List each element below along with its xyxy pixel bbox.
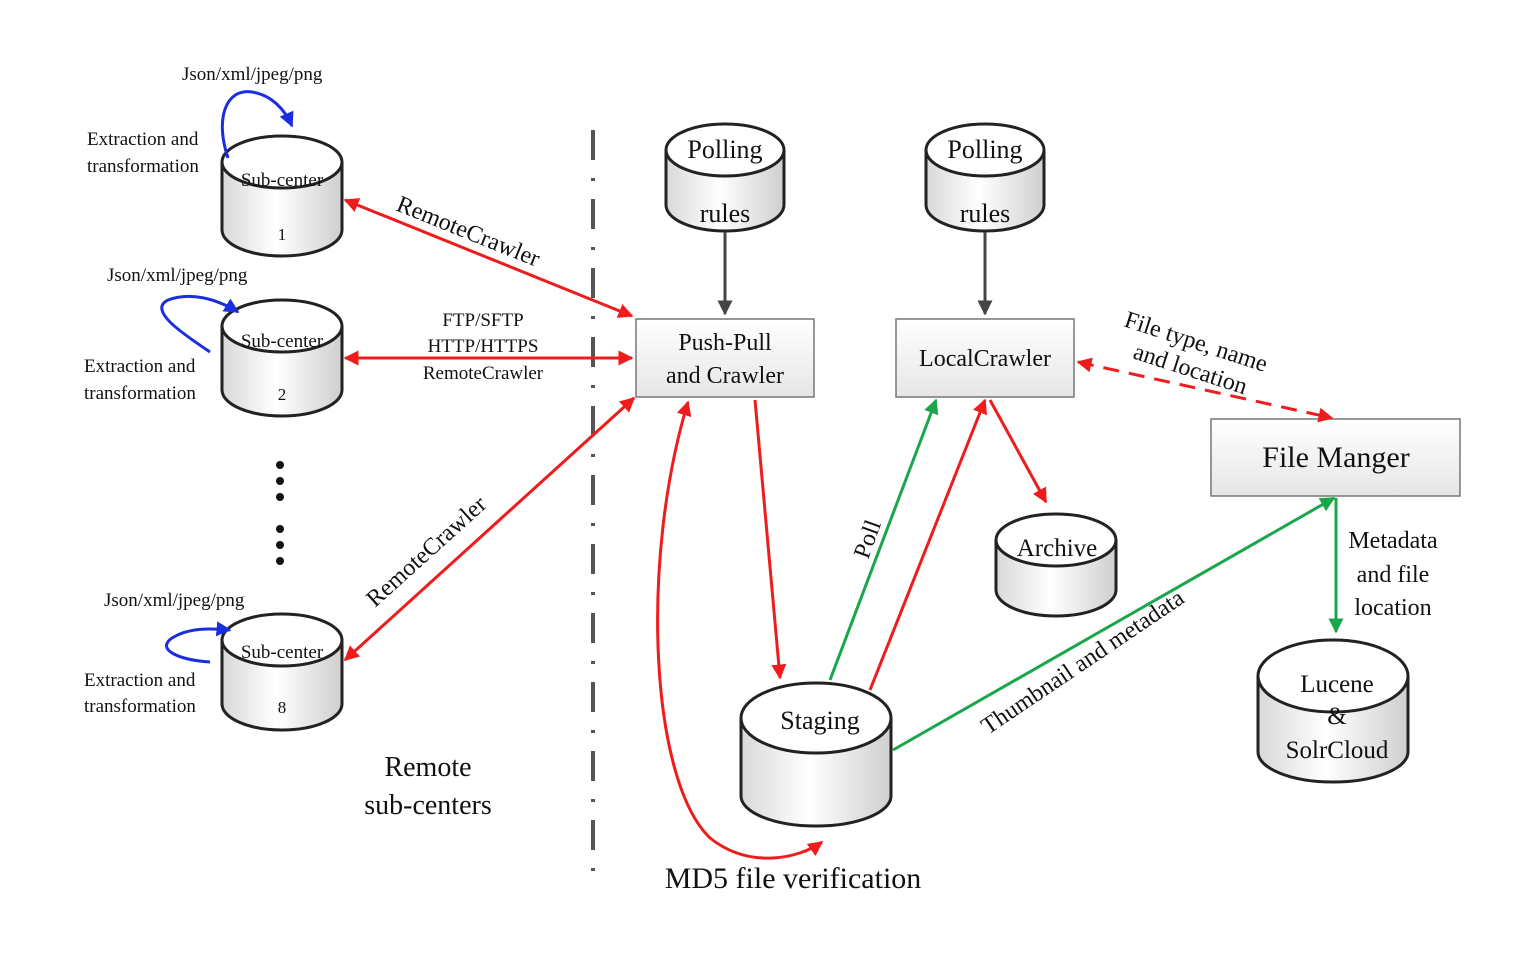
sub-center-1-self-loop — [220, 90, 294, 159]
sub-center-8-process-line2: transformation — [84, 696, 196, 717]
remote-sub-centers-label-line1: Remote — [384, 752, 471, 783]
sub-center-1-title: Sub-center — [241, 170, 324, 191]
sub-center-2-format: Json/xml/jpeg/png — [107, 265, 248, 286]
lucene-line3: SolrCloud — [1286, 737, 1389, 764]
sub-center-1-process-line1: Extraction and — [87, 129, 199, 150]
sub-center-1: Sub-center 1 — [220, 134, 344, 258]
sub-center-8-title: Sub-center — [241, 642, 324, 663]
edge-protocol-line3: RemoteCrawler — [423, 363, 544, 384]
sub-center-2-self-loop — [160, 294, 240, 354]
lucene-solrcloud-db: Lucene & SolrCloud — [1256, 638, 1410, 784]
sub-center-8-process-line1: Extraction and — [84, 670, 196, 691]
file-manager-box: File Manger — [1210, 418, 1461, 497]
archive-label: Archive — [1017, 535, 1098, 562]
local-crawler-label: LocalCrawler — [919, 346, 1051, 372]
edge-pushpull-staging — [753, 399, 787, 680]
sub-center-2: Sub-center 2 — [220, 298, 344, 418]
edge-rc8-label: RemoteCrawler — [362, 491, 492, 612]
lucene-line1: Lucene — [1300, 671, 1374, 698]
edge-md5-verification-loop — [656, 400, 824, 860]
polling-rules-2-line1: Polling — [947, 135, 1022, 164]
file-manager-label: File Manger — [1262, 441, 1409, 474]
edge-poll — [828, 398, 939, 681]
polling-rules-1-line2: rules — [700, 199, 751, 228]
sub-center-8: Sub-center 8 — [220, 612, 344, 732]
push-pull-line2: and Crawler — [666, 363, 784, 389]
edge-staging-filemanager — [892, 496, 1336, 752]
polling-rules-1: Polling rules — [664, 122, 786, 233]
archive-db: Archive — [994, 512, 1118, 618]
edge-protocol-line2: HTTP/HTTPS — [428, 336, 539, 357]
sub-center-2-number: 2 — [278, 385, 287, 404]
sub-center-1-process-line2: transformation — [87, 156, 199, 177]
sub-center-1-number: 1 — [278, 225, 287, 244]
edge-staging-localcrawler — [868, 398, 987, 691]
polling-rules-2: Polling rules — [924, 122, 1046, 233]
push-pull-crawler-box: Push-Pull and Crawler — [635, 318, 815, 398]
edge-rc1-label: RemoteCrawler — [393, 191, 544, 272]
remote-sub-centers-label-line2: sub-centers — [364, 790, 492, 821]
staging-db: Staging — [739, 681, 893, 828]
push-pull-line1: Push-Pull — [678, 330, 772, 356]
edge-md5-label: MD5 file verification — [665, 862, 922, 895]
edge-metadata-line2: and file — [1357, 562, 1430, 588]
polling-rules-2-line2: rules — [960, 199, 1011, 228]
edge-metadata-line3: location — [1354, 595, 1431, 621]
sub-center-8-number: 8 — [278, 698, 287, 717]
sub-center-1-format: Json/xml/jpeg/png — [182, 64, 323, 85]
edge-metadata-line1: Metadata — [1348, 528, 1438, 554]
sub-center-2-title: Sub-center — [241, 331, 324, 352]
polling-rules-1-line1: Polling — [687, 135, 762, 164]
more-sub-centers-ellipsis — [276, 461, 284, 565]
sub-center-8-format: Json/xml/jpeg/png — [104, 590, 245, 611]
local-crawler-box: LocalCrawler — [895, 318, 1075, 398]
edge-subcenter1-pushpull — [343, 198, 634, 318]
sub-center-2-process-line1: Extraction and — [84, 356, 196, 377]
sub-center-8-self-loop — [164, 621, 232, 664]
edge-protocol-line1: FTP/SFTP — [442, 310, 523, 331]
edge-poll-label: Poll — [849, 516, 887, 562]
edge-subcenter8-pushpull — [343, 396, 636, 662]
staging-label: Staging — [780, 706, 859, 735]
edge-localcrawler-filemanager — [1076, 357, 1334, 423]
edge-localcrawler-archive — [988, 399, 1048, 504]
lucene-line2: & — [1327, 703, 1346, 730]
sub-center-2-process-line2: transformation — [84, 383, 196, 404]
